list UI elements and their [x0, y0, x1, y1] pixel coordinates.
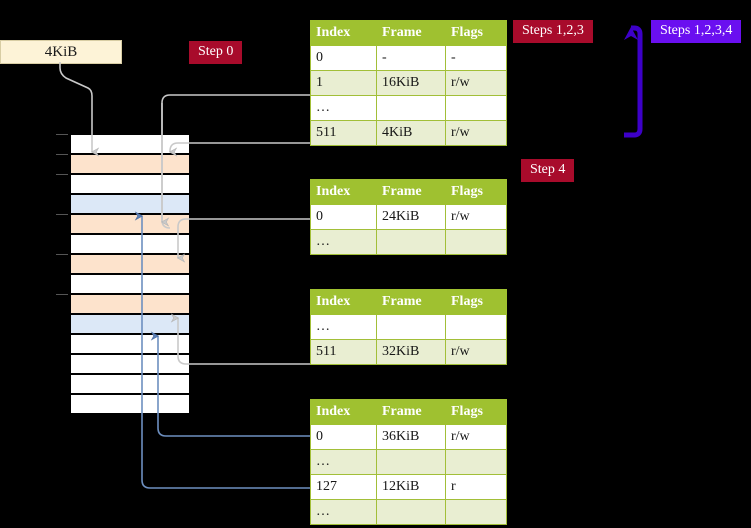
table-cell-frame: - — [376, 45, 446, 71]
table-cell-index: 511 — [310, 120, 377, 146]
table-cell-flags: r/w — [445, 70, 507, 96]
memory-frame-row — [70, 254, 190, 274]
steps-bracket-arrow — [624, 25, 643, 138]
table-cell-flags: r/w — [445, 339, 507, 365]
memory-tick-mark — [56, 254, 68, 255]
table-row: … — [310, 95, 507, 121]
table-row: … — [310, 499, 507, 525]
column-header-frame: Frame — [376, 179, 446, 205]
memory-frame-row — [70, 214, 190, 234]
column-header-index: Index — [310, 289, 377, 315]
step4-badge: Step 4 — [521, 159, 575, 182]
table-cell-index: … — [310, 314, 377, 340]
memory-tick-mark — [56, 294, 68, 295]
table-cell-frame: 4KiB — [376, 120, 446, 146]
memory-frame-row — [70, 334, 190, 354]
memory-frame-row — [70, 154, 190, 174]
column-header-flags: Flags — [445, 20, 507, 46]
memory-frame-row — [70, 134, 190, 154]
table-cell-frame: 32KiB — [376, 339, 446, 365]
table-row: … — [310, 229, 507, 255]
column-header-index: Index — [310, 399, 377, 425]
column-header-flags: Flags — [445, 289, 507, 315]
memory-tick-mark — [56, 214, 68, 215]
table-cell-index: … — [310, 449, 377, 475]
column-header-index: Index — [310, 179, 377, 205]
step0-badge: Step 0 — [189, 41, 243, 64]
step0-badge-text: Step 0 — [198, 44, 234, 59]
table-cell-index: 0 — [310, 424, 377, 450]
step4-badge-text: Step 4 — [530, 162, 566, 177]
kib-label-text: 4KiB — [44, 43, 78, 60]
memory-frame-row — [70, 294, 190, 314]
table-cell-frame — [376, 314, 446, 340]
column-header-flags: Flags — [445, 179, 507, 205]
table-cell-flags: - — [445, 45, 507, 71]
table-cell-index: 1 — [310, 70, 377, 96]
column-header-frame: Frame — [376, 20, 446, 46]
table-cell-index: 0 — [310, 204, 377, 230]
table-cell-frame — [376, 499, 446, 525]
column-header-frame: Frame — [376, 399, 446, 425]
wire-pdpt-to-mem — [178, 218, 310, 258]
table-cell-index: 127 — [310, 474, 377, 500]
table-cell-index: … — [310, 229, 377, 255]
table-cell-frame — [376, 95, 446, 121]
memory-frame-row — [70, 274, 190, 294]
table-cell-frame — [376, 229, 446, 255]
wire-pml4-511-to-mem — [170, 142, 310, 152]
memory-tick-mark — [56, 154, 68, 155]
steps123-badge: Steps 1,2,3 — [513, 20, 593, 43]
table-cell-flags: r/w — [445, 424, 507, 450]
kib-label-box: 4KiB — [0, 40, 122, 64]
memory-frame-row — [70, 314, 190, 334]
table-cell-flags: r/w — [445, 120, 507, 146]
column-header-frame: Frame — [376, 289, 446, 315]
table-cell-flags — [445, 499, 507, 525]
table-cell-flags — [445, 95, 507, 121]
table-cell-frame — [376, 449, 446, 475]
memory-frame-row — [70, 374, 190, 394]
table-row: … — [310, 449, 507, 475]
physical-memory-column — [56, 134, 190, 414]
table-cell-index: 0 — [310, 45, 377, 71]
table-cell-frame: 16KiB — [376, 70, 446, 96]
steps1234-badge-text: Steps 1,2,3,4 — [660, 23, 733, 38]
memory-frame-row — [70, 234, 190, 254]
memory-frame-row — [70, 394, 190, 414]
steps123-badge-text: Steps 1,2,3 — [522, 23, 584, 38]
memory-frame-row — [70, 174, 190, 194]
table-cell-flags — [445, 314, 507, 340]
steps1234-badge: Steps 1,2,3,4 — [651, 20, 742, 43]
table-row: … — [310, 314, 507, 340]
table-cell-flags — [445, 449, 507, 475]
memory-tick-mark — [56, 134, 68, 135]
table-cell-frame: 24KiB — [376, 204, 446, 230]
memory-frame-row — [70, 354, 190, 374]
table-cell-flags: r — [445, 474, 507, 500]
memory-tick-mark — [56, 174, 68, 175]
table-cell-frame: 12KiB — [376, 474, 446, 500]
table-cell-frame: 36KiB — [376, 424, 446, 450]
table-cell-flags: r/w — [445, 204, 507, 230]
wire-pd-to-mem — [178, 318, 310, 365]
table-cell-index: … — [310, 499, 377, 525]
memory-frame-row — [70, 194, 190, 214]
column-header-index: Index — [310, 20, 377, 46]
table-row: 0-- — [310, 45, 507, 71]
table-cell-index: … — [310, 95, 377, 121]
table-cell-flags — [445, 229, 507, 255]
table-cell-index: 511 — [310, 339, 377, 365]
column-header-flags: Flags — [445, 399, 507, 425]
